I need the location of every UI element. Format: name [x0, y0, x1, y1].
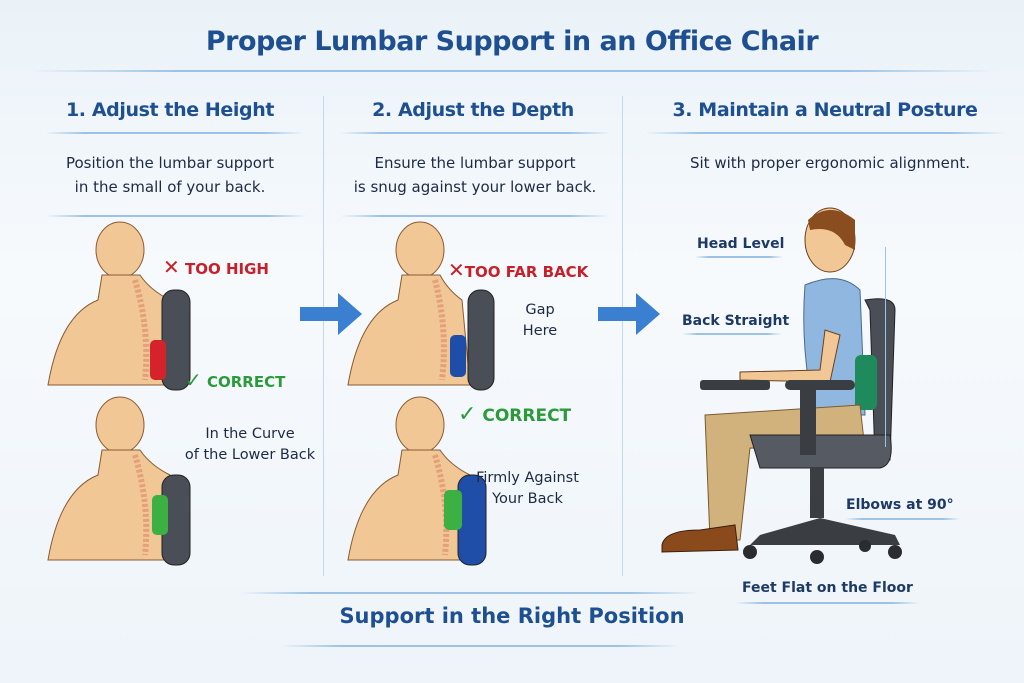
page-title: Proper Lumbar Support in an Office Chair	[205, 26, 819, 57]
arrow-right-icon	[598, 293, 660, 335]
description-posture: Sit with proper ergonomic alignment.	[689, 154, 970, 172]
divider	[45, 215, 307, 217]
column-divider	[323, 96, 324, 576]
figure-correct-height	[47, 396, 191, 566]
divider	[645, 132, 1005, 134]
too-high-label: ✕ TOO HIGH	[163, 255, 269, 279]
divider	[695, 256, 783, 258]
correct-label: ✓ CORRECT	[185, 368, 286, 392]
divider	[340, 132, 610, 134]
divider	[735, 602, 920, 604]
x-icon: ✕	[448, 258, 465, 282]
correct-label: ✓ CORRECT	[458, 402, 572, 427]
label-head-level: Head Level	[697, 236, 785, 252]
footer-caption: Support in the Right Position	[339, 604, 685, 628]
note-curve: In the Curve of the Lower Back	[184, 426, 316, 463]
divider	[845, 518, 960, 520]
label-back-straight: Back Straight	[682, 313, 790, 329]
title-divider	[30, 70, 994, 72]
heading-adjust-height: 1. Adjust the Height	[65, 99, 275, 121]
check-icon: ✓	[185, 368, 202, 392]
too-far-back-label: ✕TOO FAR BACK	[448, 258, 589, 282]
description-depth: Ensure the lumbar support is snug agains…	[353, 154, 597, 196]
divider	[682, 333, 782, 335]
figure-too-far-back	[347, 221, 495, 391]
divider	[240, 592, 700, 594]
divider	[340, 215, 610, 217]
column-divider	[622, 96, 623, 576]
label-elbows-90: Elbows at 90°	[846, 497, 954, 513]
note-firmly: Firmly Against Your Back	[476, 470, 579, 507]
check-icon: ✓	[458, 402, 477, 427]
alignment-line	[885, 247, 886, 447]
figure-correct-depth	[347, 396, 487, 566]
gap-label: Gap Here	[522, 302, 558, 339]
figure-too-high	[47, 221, 191, 391]
divider	[280, 645, 680, 647]
arrow-right-icon	[300, 293, 362, 335]
divider	[45, 132, 303, 134]
label-feet-flat: Feet Flat on the Floor	[742, 580, 913, 596]
heading-neutral-posture: 3. Maintain a Neutral Posture	[672, 99, 978, 121]
heading-adjust-depth: 2. Adjust the Depth	[372, 99, 574, 121]
description-height: Position the lumbar support in the small…	[65, 154, 275, 196]
seated-person-illustration	[661, 207, 902, 564]
x-icon: ✕	[163, 255, 180, 279]
